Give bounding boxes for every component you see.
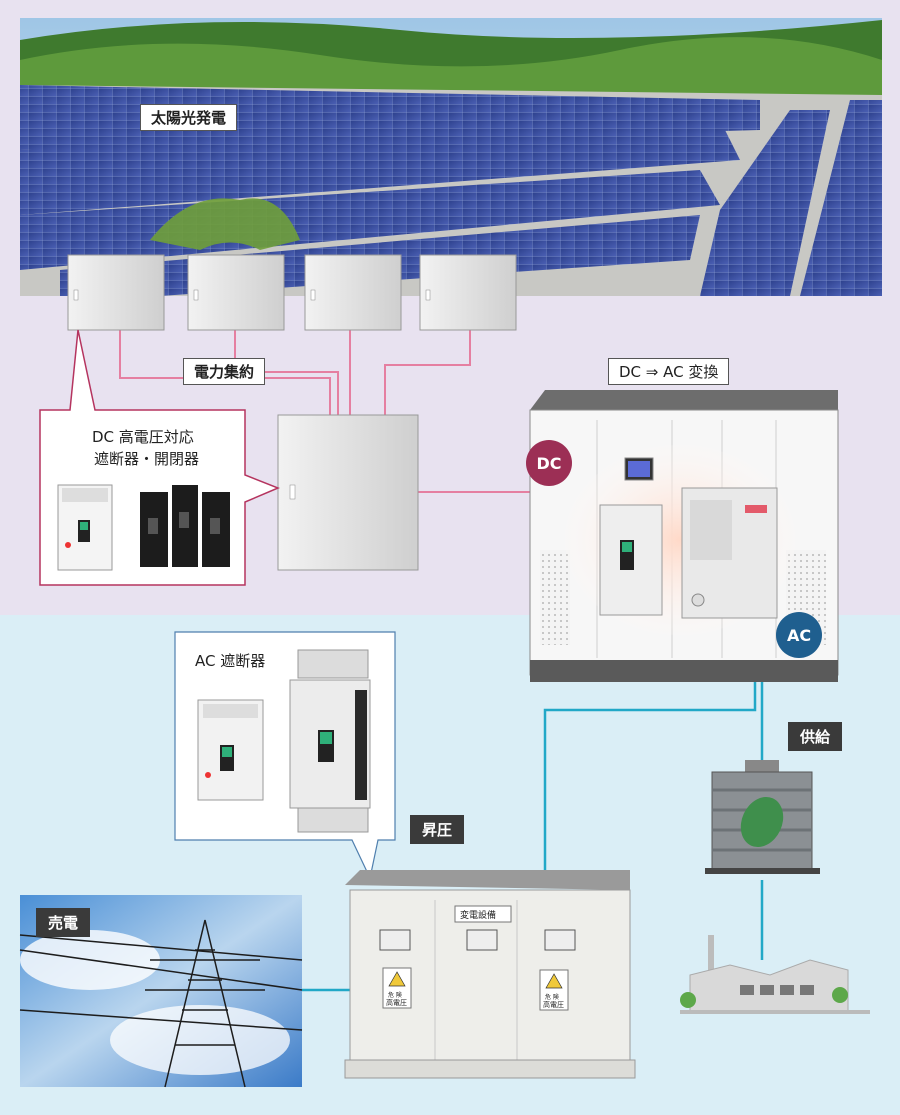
factory — [680, 935, 870, 1014]
conversion-label: DC ⇒ AC 変換 — [608, 358, 730, 385]
ac-breaker-caption: AC 遮断器 — [195, 652, 266, 670]
ac-badge: AC — [776, 612, 822, 658]
ac-wiring — [302, 682, 764, 992]
ac-breaker-callout — [174, 631, 396, 880]
supply-label: 供給 — [788, 722, 843, 751]
dc-switch-units — [140, 485, 230, 567]
substation-plate-text: 変電設備 — [460, 911, 497, 921]
solar-label: 太陽光発電 — [140, 104, 238, 131]
collection-box — [277, 414, 419, 571]
transformer — [705, 760, 820, 874]
combiner-box-2 — [187, 254, 285, 331]
power-conditioner — [529, 390, 839, 682]
dc-breaker-2pole — [57, 484, 113, 571]
hv-warning-2-line2: 高電圧 — [543, 1001, 564, 1009]
substation-cubicle — [344, 870, 636, 1079]
combiner-box-3 — [304, 254, 402, 331]
dc-breaker-callout — [39, 329, 280, 586]
hv-warning-1-line1: 危 険 — [388, 992, 402, 999]
sell-label: 売電 — [36, 908, 91, 937]
dc-badge: DC — [526, 440, 572, 486]
dc-breaker-caption-1: DC 高電圧対応 — [92, 428, 194, 446]
step-up-label: 昇圧 — [410, 815, 465, 844]
dc-wiring — [119, 330, 535, 493]
hv-warning-1-line2: 高電圧 — [386, 999, 407, 1007]
combiner-box-1 — [67, 254, 165, 331]
power-collect-label: 電力集約 — [183, 358, 266, 385]
dc-breaker-caption-2: 遮断器・開閉器 — [94, 450, 200, 468]
ac-breaker-small — [197, 699, 264, 801]
solar-field-photo — [20, 18, 882, 296]
hv-warning-2-line1: 危 険 — [545, 994, 559, 1001]
ac-breaker-large — [289, 649, 371, 833]
combiner-box-4 — [419, 254, 517, 331]
